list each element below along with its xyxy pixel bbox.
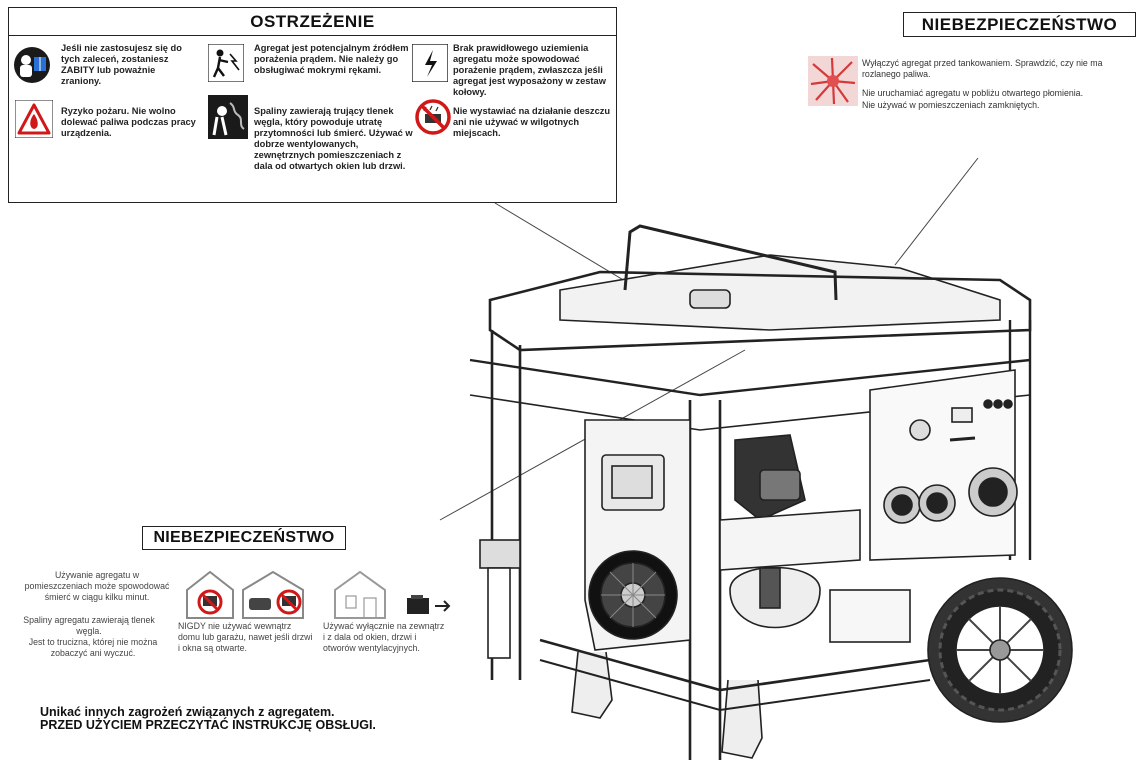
electric-shock-person-icon [208, 44, 244, 82]
explosion-icon [808, 56, 858, 106]
danger-text-never-inside: NIGDY nie używać wewnątrz domu lub garaż… [178, 621, 313, 653]
warning-text-fire: Ryzyko pożaru. Nie wolno dolewać paliwa … [61, 106, 196, 138]
danger-text-indoors: Nie używać w pomieszczeniach zamkniętych… [862, 100, 1040, 110]
house-garage-prohibited-icon [186, 570, 304, 619]
generator-breaker-knob [909, 419, 931, 441]
danger-title-top: NIEBEZPIECZEŃSTWO [903, 12, 1136, 37]
generator-control-panel [869, 369, 1016, 561]
danger-text-flame: Nie uruchamiać agregatu w pobliżu otwart… [862, 88, 1084, 98]
warning-text-rain: Nie wystawiać na działanie deszczu ani n… [453, 106, 611, 138]
danger-text-co: Spaliny agregatu zawierają tlenek węgla. [23, 615, 155, 636]
danger-text-poison: Jest to trucizna, której nie można zobac… [28, 637, 158, 658]
warning-panel: OSTRZEŻENIE Jeśli nie zastosujesz się do… [8, 7, 617, 203]
warning-title: OSTRZEŻENIE [9, 12, 616, 36]
warning-text-fumes: Spaliny zawierają trujący tlenek węgla, … [254, 106, 413, 171]
house-outline-icon [334, 570, 386, 619]
footer-other-hazards: Unikać innych zagrożeń związanych z agre… [40, 705, 335, 719]
danger-text-indoor-death: Używanie agregatu w pomieszczeniach może… [24, 570, 170, 602]
no-rain-icon [415, 99, 451, 135]
generator-rear-leg [571, 651, 613, 719]
danger-text-refuel: Wyłączyć agregat przed tankowaniem. Spra… [862, 58, 1103, 79]
grounding-lightning-icon [412, 44, 448, 82]
danger-title-bottom: NIEBEZPIECZEŃSTWO [142, 526, 346, 550]
warning-text-electric: Agregat jest potencjalnym źródłem poraże… [254, 43, 409, 75]
footer-read-manual: PRZED UŻYCIEM PRZECZYTAĆ INSTRUKCJĘ OBSŁ… [40, 718, 376, 732]
warning-text-grounding: Brak prawidłowego uziemienia agregatu mo… [453, 43, 606, 97]
fire-hazard-icon [15, 100, 53, 138]
generator-top-handle [623, 224, 838, 301]
generator-front-leg [721, 679, 763, 759]
toxic-fumes-icon [208, 95, 248, 139]
generator-outside-arrow-icon [407, 595, 451, 614]
generator-fuel-cap [689, 289, 731, 309]
warning-text-fatal: Jeśli nie zastosujesz się do tych zalece… [61, 43, 182, 86]
read-manual-icon [14, 47, 50, 83]
leader-line-danger-top [894, 157, 979, 266]
danger-text-outside-only: Używać wyłącznie na zewnątrz i z dala od… [323, 621, 445, 653]
leader-line-warning [494, 202, 641, 291]
generator-battery [829, 589, 911, 643]
